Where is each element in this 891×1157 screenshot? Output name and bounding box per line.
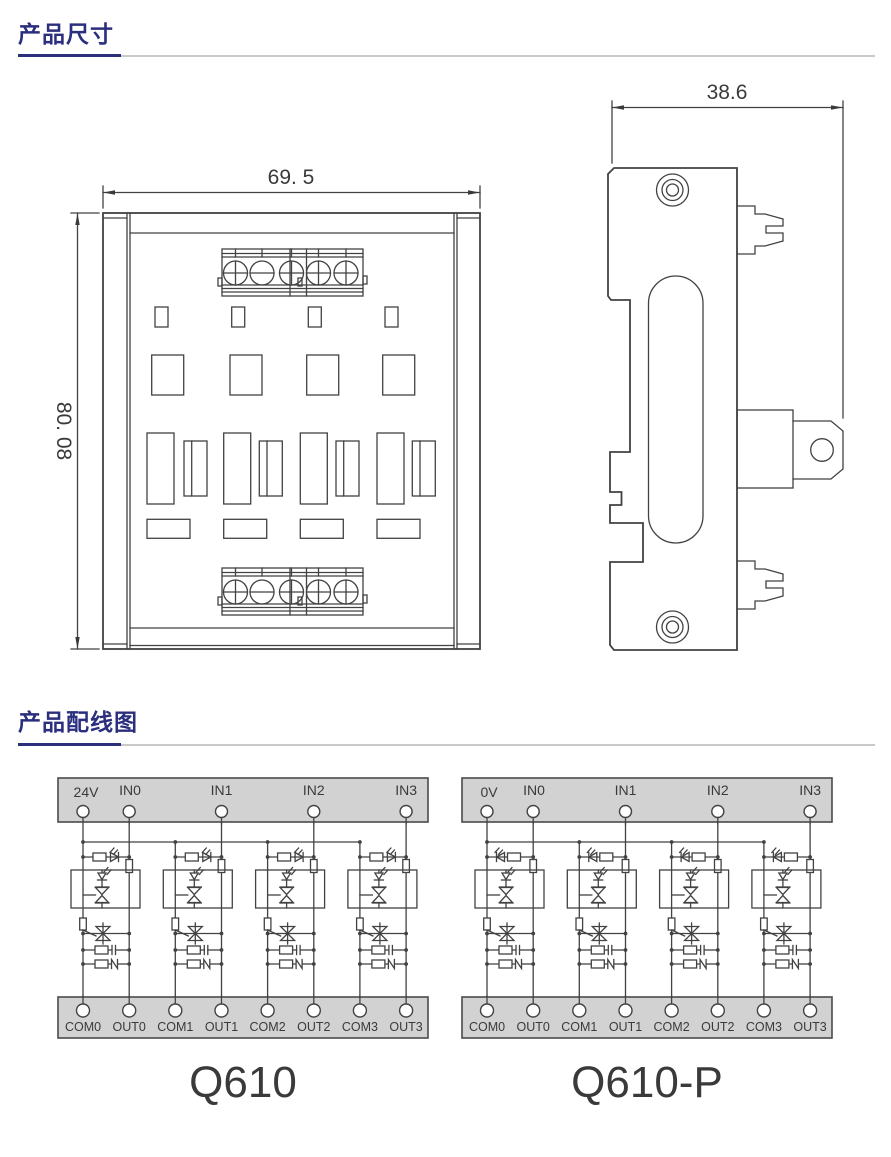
terminal-label: COM0 — [65, 1020, 101, 1034]
terminal-label: 24V — [74, 784, 100, 800]
label-windows — [146, 518, 421, 539]
top-terminal-bar — [57, 777, 429, 823]
terminal-circle — [479, 1003, 495, 1018]
terminal-circle — [618, 804, 633, 819]
terminal-label: COM3 — [342, 1020, 378, 1034]
wiring-diagrams: 24V IN0 IN1 IN2 IN3 COM0 OUT0 COM1 OUT1 … — [57, 777, 833, 1107]
terminal-label: COM1 — [561, 1020, 597, 1034]
terminal-circle — [664, 1003, 679, 1018]
terminal-label: OUT1 — [205, 1020, 238, 1034]
terminal-circle — [618, 1003, 633, 1018]
terminal-label: IN0 — [119, 782, 141, 798]
terminal-circle — [480, 804, 494, 819]
terminal-circle — [122, 804, 136, 819]
din-slot — [647, 275, 704, 544]
terminal-circle — [260, 1003, 275, 1018]
terminal-label: IN2 — [707, 782, 729, 798]
terminal-circle — [572, 1003, 587, 1018]
terminal-label: OUT1 — [609, 1020, 642, 1034]
front-outline — [102, 212, 481, 650]
wiring-diagram-q610p: 0V IN0 IN1 IN2 IN3 COM0 OUT0 COM1 OUT1 C… — [461, 777, 833, 1107]
terminal-label: IN2 — [303, 782, 325, 798]
section-title-wiring: 产品配线图 — [18, 703, 138, 737]
terminal-label: OUT3 — [793, 1020, 826, 1034]
terminal-circle — [398, 1003, 414, 1018]
terminal-circle — [710, 1003, 725, 1018]
terminal-label: IN3 — [395, 782, 417, 798]
model-label: Q610 — [189, 1058, 297, 1107]
terminal-label: COM1 — [157, 1020, 193, 1034]
terminal-label: IN0 — [523, 782, 545, 798]
dim-depth-label: 38.6 — [707, 81, 748, 104]
side-outline — [607, 167, 738, 651]
terminal-circle — [802, 1003, 818, 1018]
terminal-circle — [756, 1003, 772, 1018]
terminal-label: COM2 — [250, 1020, 286, 1034]
model-label: Q610-P — [571, 1058, 723, 1107]
relay-slots — [146, 432, 436, 505]
terminal-label: COM2 — [654, 1020, 690, 1034]
terminal-circle — [214, 804, 229, 819]
top-terminal-block — [217, 248, 368, 297]
terminal-circle — [307, 804, 321, 819]
terminal-label: 0V — [480, 784, 498, 800]
terminal-label: OUT2 — [297, 1020, 330, 1034]
mounting-screw-top — [655, 173, 690, 207]
led-windows — [154, 306, 399, 328]
terminal-circle — [399, 804, 413, 819]
side-view-drawing: 38.6 — [607, 81, 844, 651]
mounting-lug — [736, 409, 844, 489]
terminal-label: COM3 — [746, 1020, 782, 1034]
terminal-circle — [803, 804, 817, 819]
terminal-label: OUT0 — [113, 1020, 146, 1034]
terminal-label: OUT0 — [517, 1020, 550, 1034]
section-rule — [18, 743, 875, 746]
section-rule — [18, 54, 875, 57]
top-terminal-bar — [461, 777, 833, 823]
terminal-label: IN3 — [799, 782, 821, 798]
terminal-circle — [214, 1003, 229, 1018]
socket-squares — [151, 354, 416, 396]
bottom-terminal-block — [217, 567, 368, 616]
dim-height — [70, 212, 100, 650]
dimension-drawings: 69. 5 80. 08 — [52, 81, 844, 651]
section-title-text: 产品配线图 — [18, 709, 138, 735]
dim-width-label: 69. 5 — [268, 166, 315, 189]
dim-depth — [611, 100, 844, 419]
terminal-label: COM0 — [469, 1020, 505, 1034]
wiring-diagram-q610: 24V IN0 IN1 IN2 IN3 COM0 OUT0 COM1 OUT1 … — [57, 777, 429, 1107]
bottom-terminal-bar — [461, 996, 833, 1039]
mounting-screw-bottom — [655, 610, 690, 644]
front-view-drawing: 69. 5 80. 08 — [52, 166, 481, 650]
clip-top — [736, 205, 784, 255]
terminal-circle — [352, 1003, 368, 1018]
terminal-label: OUT3 — [389, 1020, 422, 1034]
terminal-circle — [168, 1003, 183, 1018]
terminal-label: OUT2 — [701, 1020, 734, 1034]
terminal-label: IN1 — [211, 782, 233, 798]
terminal-circle — [306, 1003, 321, 1018]
terminal-circle — [526, 804, 540, 819]
section-title-dimensions: 产品尺寸 — [18, 15, 114, 49]
dim-height-label: 80. 08 — [52, 402, 75, 460]
dim-width — [102, 185, 481, 209]
terminal-circle — [75, 1003, 91, 1018]
terminal-label: IN1 — [615, 782, 637, 798]
bottom-terminal-bar — [57, 996, 429, 1039]
terminal-circle — [121, 1003, 137, 1018]
terminal-circle — [525, 1003, 541, 1018]
terminal-circle — [711, 804, 725, 819]
section-title-text: 产品尺寸 — [18, 21, 114, 47]
terminal-circle — [76, 804, 90, 819]
clip-bottom — [736, 560, 784, 610]
